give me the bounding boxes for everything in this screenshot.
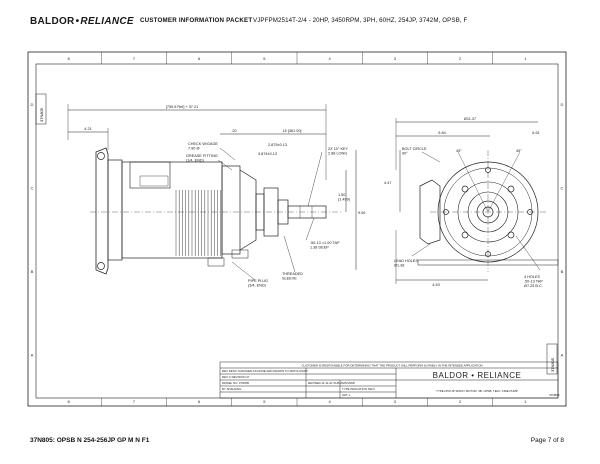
drawing-border-inner [35, 63, 559, 399]
page-header: BALDOR•RELIANCE CUSTOMER INFORMATION PAC… [0, 0, 600, 40]
top-zone-label: 7 [133, 56, 136, 61]
title-by-row: BY SNALDING [222, 387, 242, 391]
title-subtitle: TYPE FPM JP SPRAY MOTOR, 3B, OPSB, TEFC,… [436, 389, 518, 393]
bottom-zone-labels: 8 7 6 5 4 3 2 1 [68, 398, 527, 406]
motor-side-view [67, 104, 357, 281]
title-date-row: REVISED 11-11-21 SUB 2025/10/08 [308, 381, 355, 385]
dim-3-874: 3.874±0.13 [258, 152, 277, 156]
title-type-row: TYPE INDICATION TEFC [342, 387, 375, 391]
dim-shaft-20: .20 [231, 129, 236, 133]
side-tab-top: 37N805 [39, 107, 44, 122]
side-tab-bottom: 37N805 [550, 357, 555, 372]
dim-4-53: 4.53 [432, 283, 439, 287]
bottom-zone-label: 3 [394, 399, 397, 404]
dim-length-15: 15 [381.00] [282, 129, 301, 133]
title-rev-row: REV C REVISION 27 [222, 375, 250, 379]
title-model-row: MODEL NO. 37N805 [222, 381, 249, 385]
company-logo: BALDOR•RELIANCE [30, 16, 134, 27]
bottom-zone-label: 8 [68, 399, 71, 404]
footer-page-number: Page 7 of 8 [530, 437, 564, 444]
title-sht-row: SHT 1 [342, 393, 351, 397]
title-note: CUSTOMER IS RESPONSIBLE FOR DETERMINING … [301, 364, 482, 368]
top-zone-label: 3 [394, 56, 397, 61]
logo-word-right: RELIANCE [80, 16, 134, 27]
dim-11-37: Ø11.37 [464, 117, 476, 121]
title-block [219, 361, 559, 399]
dim-2-875: 2.875±0.13 [268, 143, 287, 147]
left-zone-label: B [31, 269, 34, 274]
packet-title: CUSTOMER INFORMATION PACKET [140, 17, 253, 24]
motor-end-view [395, 118, 559, 284]
logo-word-left: BALDOR [30, 16, 75, 27]
left-zone-label: C [31, 185, 34, 190]
label-grease-fitting: GREASE FITTING(1/4, END) [186, 154, 218, 162]
dim-overall-length: [759.5 Ref] + 37.21 [166, 105, 198, 109]
dim-5-84: 5.84 [438, 131, 445, 135]
top-zone-labels: 8 7 6 5 4 3 2 1 [68, 52, 527, 64]
bottom-zone-label: 4 [329, 399, 332, 404]
bottom-zone-label: 1 [524, 399, 527, 404]
right-zone-label: D [561, 102, 564, 107]
bottom-zone-label: 6 [198, 399, 201, 404]
right-zone-label: B [561, 269, 564, 274]
bottom-zone-label: 5 [263, 399, 266, 404]
title-doc-no: 37N805 [549, 393, 560, 397]
footer-doc-id: 37N805: OPSB N 254-256JP GP M N F1 [30, 437, 150, 444]
dim-9-06: 9.06 [358, 211, 365, 215]
right-zone-labels: D C B A [561, 102, 564, 358]
dim-1-50: 1.50(1.499) [338, 193, 351, 201]
dim-45-left: 45° [456, 149, 462, 153]
title-rev-desc: REV DESC CHANGED AS DONE AND DRAWN TO MA… [222, 369, 308, 373]
top-zone-label: 2 [459, 56, 462, 61]
right-zone-label: C [561, 185, 564, 190]
dim-45-right: 45° [516, 149, 522, 153]
top-zone-label: 8 [68, 56, 71, 61]
top-zone-label: 4 [329, 56, 332, 61]
drawing-border-outer [27, 51, 567, 407]
bottom-zone-label: 2 [459, 399, 462, 404]
top-zone-label: 5 [263, 56, 266, 61]
label-pipe-plug: PIPE PLUG(3/4, END) [248, 279, 268, 287]
right-zone-label: A [561, 352, 564, 357]
dim-4-47: 4.47 [384, 181, 391, 185]
top-zone-label: 6 [198, 56, 201, 61]
top-zone-label: 1 [524, 56, 527, 61]
title-company: BALDOR • RELIANCE [433, 371, 522, 380]
dim-6-61: 6.61 [532, 131, 539, 135]
dim-left-offset: 4.21 [84, 127, 91, 131]
left-zone-label: A [31, 352, 34, 357]
left-zone-label: D [31, 102, 34, 107]
motor-description: VJPFPM2514T-2/4 - 20HP, 3450RPM, 3PH, 60… [253, 17, 468, 24]
logo-separator: • [75, 16, 80, 27]
left-zone-labels: D C B A [31, 102, 34, 358]
bottom-zone-label: 7 [133, 399, 136, 404]
